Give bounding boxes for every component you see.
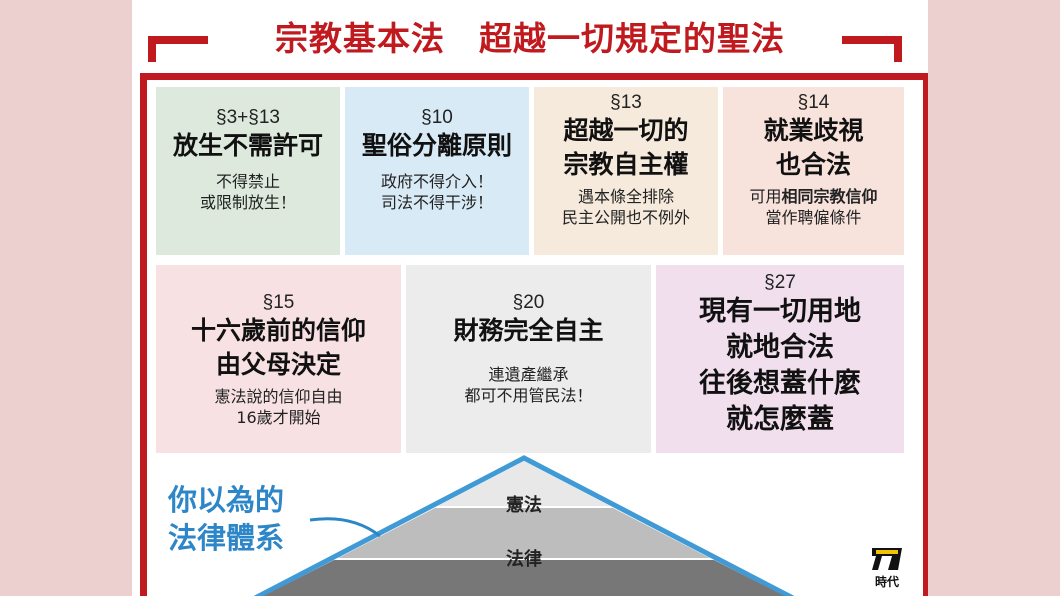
card-body-line: 都可不用管民法！ xyxy=(464,386,593,405)
publisher-logo: 時代 xyxy=(870,546,904,589)
section-number: §15 xyxy=(262,292,295,313)
poster-title: 宗教基本法 超越一切規定的聖法 xyxy=(275,19,785,58)
card-headline: 聖俗分離原則 xyxy=(361,131,512,160)
card-headline: 就業歧視 xyxy=(763,116,864,145)
card-headline: 超越一切的 xyxy=(563,116,689,145)
card-body-line: 憲法說的信仰自由 xyxy=(214,387,343,406)
section-number: §20 xyxy=(512,292,545,313)
card-section-13: §13 超越一切的 宗教自主權 遇本條全排除 民主公開也不例外 xyxy=(534,87,718,255)
law-pyramid xyxy=(253,455,795,596)
card-body-line: 可用相同宗教信仰 xyxy=(723,186,904,207)
title-rule-right xyxy=(842,36,902,44)
pyramid-caption-line: 法律體系 xyxy=(168,521,285,555)
pyramid-level-constitution xyxy=(438,461,610,506)
card-body-text: 可用 xyxy=(749,187,782,206)
section-number: §10 xyxy=(421,107,453,128)
card-body-line: 當作聘僱條件 xyxy=(765,208,862,227)
card-body-line: 民主公開也不例外 xyxy=(561,208,690,227)
card-headline: 十六歲前的信仰 xyxy=(190,316,366,345)
pyramid-label-law: 法律 xyxy=(506,549,542,570)
title-tick-right xyxy=(894,36,902,62)
card-section-27: §27 現有一切用地 就地合法 往後想蓋什麼 就怎麼蓋 xyxy=(656,265,904,453)
card-body-line: 不得禁止 xyxy=(215,172,280,191)
card-headline: 就怎麼蓋 xyxy=(726,404,834,435)
pyramid-caption: 你以為的 法律體系 xyxy=(168,481,284,557)
card-headline: 由父母決定 xyxy=(215,350,341,379)
pyramid-level-law xyxy=(338,508,710,558)
title-tick-left xyxy=(148,36,156,62)
infographic-poster: 宗教基本法 超越一切規定的聖法 §3+§13 放生不需許可 不得禁止 或限制放生… xyxy=(132,0,928,596)
card-section-3-13: §3+§13 放生不需許可 不得禁止 或限制放生！ xyxy=(156,87,340,255)
card-body-line: 政府不得介入！ xyxy=(380,172,493,191)
pyramid-level-base xyxy=(263,560,785,596)
card-headline: 財務完全自主 xyxy=(453,316,604,345)
pyramid-label-constitution: 憲法 xyxy=(506,495,542,516)
red-frame xyxy=(140,73,928,596)
card-headline: 往後想蓋什麼 xyxy=(699,368,861,399)
card-headline: 現有一切用地 xyxy=(699,296,861,327)
card-headline: 宗教自主權 xyxy=(563,150,689,179)
card-body-line: 連遺產繼承 xyxy=(488,365,569,384)
card-section-15: §15 十六歲前的信仰 由父母決定 憲法說的信仰自由 16歲才開始 xyxy=(156,265,401,453)
card-headline: 放生不需許可 xyxy=(172,131,323,160)
title-row: 宗教基本法 超越一切規定的聖法 xyxy=(132,0,928,72)
card-headline: 就地合法 xyxy=(726,332,834,363)
logo-mark xyxy=(872,548,902,570)
section-number: §14 xyxy=(797,92,830,113)
card-body-line: 遇本條全排除 xyxy=(577,187,674,206)
card-body-line: 司法不得干涉！ xyxy=(380,193,493,212)
title-rule-left xyxy=(148,36,208,44)
card-body-line: 16歲才開始 xyxy=(236,408,321,427)
background-left xyxy=(0,0,132,596)
logo-text: 時代 xyxy=(874,575,899,589)
card-section-20: §20 財務完全自主 連遺產繼承 都可不用管民法！ xyxy=(406,265,651,453)
background-right xyxy=(928,0,1060,596)
card-body-emphasis: 相同宗教信仰 xyxy=(781,187,878,206)
caption-pointer xyxy=(309,517,381,538)
card-section-14: §14 就業歧視 也合法 可用相同宗教信仰 當作聘僱條件 xyxy=(723,87,904,255)
section-number: §3+§13 xyxy=(216,107,280,128)
section-number: §13 xyxy=(610,92,642,113)
card-headline: 也合法 xyxy=(775,150,851,179)
section-number: §27 xyxy=(764,272,796,293)
card-body-line: 或限制放生！ xyxy=(199,193,296,212)
card-section-10: §10 聖俗分離原則 政府不得介入！ 司法不得干涉！ xyxy=(345,87,529,255)
pyramid-caption-line: 你以為的 xyxy=(168,483,285,517)
